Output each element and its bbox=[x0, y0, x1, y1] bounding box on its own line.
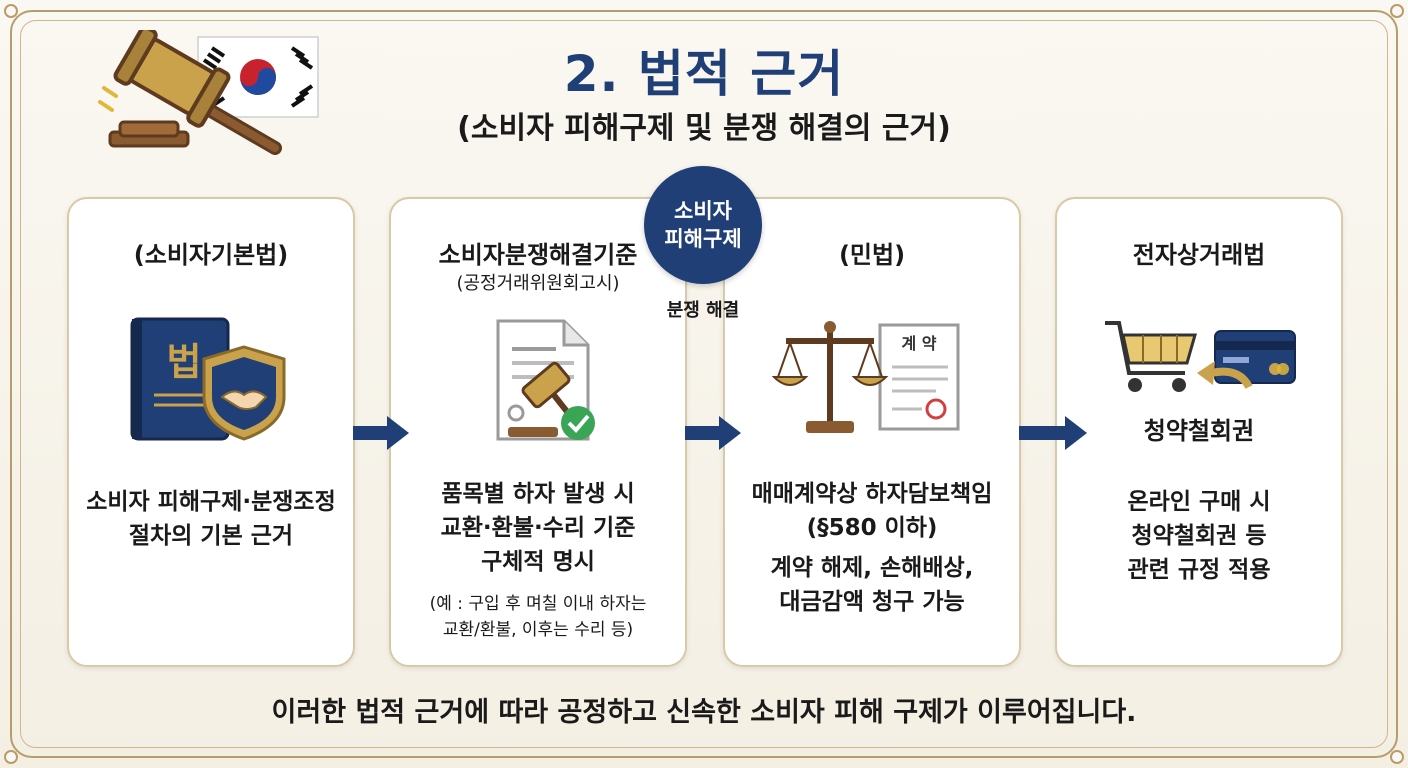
flow-arrow-icon bbox=[353, 416, 409, 450]
frame-corner-ornament bbox=[4, 4, 18, 18]
card-description: 품목별 하자 발생 시 교환·환불·수리 기준 구체적 명시 bbox=[399, 477, 677, 579]
card-title: 소비자분쟁해결기준 bbox=[438, 241, 638, 269]
card-description: 온라인 구매 시 청약철회권 등 관련 규정 적용 bbox=[1065, 485, 1333, 587]
page-title: 2. 법적 근거 bbox=[563, 45, 845, 103]
frame-corner-ornament bbox=[1390, 750, 1404, 764]
flow-arrow-icon bbox=[685, 416, 741, 450]
card-dispute-resolution-standard: 소비자분쟁해결기준 (공정거래위원회고시) 품목별 하자 발생 시 교환·환불·… bbox=[389, 197, 687, 667]
badge-line: 소비자 bbox=[674, 199, 732, 223]
withdrawal-right-caption: 청약철회권 bbox=[1143, 417, 1255, 445]
card-title: (소비자기본법) bbox=[133, 241, 289, 269]
page-subtitle: (소비자 피해구제 및 분쟁 해결의 근거) bbox=[457, 111, 951, 146]
footer-summary: 이러한 법적 근거에 따라 공정하고 신속한 소비자 피해 구제가 이루어집니다… bbox=[271, 697, 1137, 728]
card-description-remedies: 계약 해제, 손해배상, 대금감액 청구 가능 bbox=[733, 551, 1011, 619]
card-civil-act: (민법) 계 약 매매계약상 하자담보책임 (§580 이하) 계약 해제, bbox=[723, 197, 1021, 667]
scales-and-contract-icon: 계 약 bbox=[772, 321, 960, 433]
description-line: 매매계약상 하자담보책임 bbox=[751, 481, 993, 507]
note-line: 교환/환불, 이후는 수리 등) bbox=[442, 620, 634, 640]
contract-label: 계 약 bbox=[901, 334, 936, 353]
description-line: 관련 규정 적용 bbox=[1127, 557, 1271, 583]
description-line: 계약 해제, 손해배상, bbox=[770, 555, 974, 581]
description-line: 품목별 하자 발생 시 bbox=[441, 481, 635, 507]
card-description: 소비자 피해구제·분쟁조정 절차의 기본 근거 bbox=[77, 485, 345, 553]
card-note: (예 : 구입 후 며칠 이내 하자는 교환/환불, 이후는 수리 등) bbox=[397, 591, 679, 643]
card-consumer-basic-act: (소비자기본법) 법 소비자 피해구제·분쟁조정 절차의 기본 근거 bbox=[67, 197, 355, 667]
description-line: 소비자 피해구제·분쟁조정 bbox=[86, 489, 336, 515]
gavel-and-flag-icon bbox=[98, 30, 319, 155]
description-line: 대금감액 청구 가능 bbox=[779, 589, 965, 615]
card-title: (민법) bbox=[838, 241, 906, 269]
badge-line: 피해구제 bbox=[664, 227, 742, 251]
consumer-relief-badge: 소비자 피해구제 bbox=[644, 166, 762, 284]
cart-and-card-icon bbox=[1105, 321, 1296, 392]
law-book-shield-icon: 법 bbox=[130, 317, 286, 441]
card-subtitle: (공정거래위원회고시) bbox=[456, 273, 620, 294]
note-line: (예 : 구입 후 며칠 이내 하자는 bbox=[429, 594, 647, 614]
description-line: 절차의 기본 근거 bbox=[128, 523, 294, 549]
card-e-commerce-act: 전자상거래법 청약철회권 온라인 구매 시 청약철회권 등 관련 규정 적용 bbox=[1055, 197, 1343, 667]
document-gavel-check-icon bbox=[496, 319, 595, 441]
card-title: 전자상거래법 bbox=[1132, 241, 1266, 269]
description-line: 교환·환불·수리 기준 bbox=[440, 515, 636, 541]
badge-caption: 분쟁 해결 bbox=[666, 300, 740, 321]
description-line: (§580 이하) bbox=[806, 515, 938, 541]
frame-corner-ornament bbox=[4, 750, 18, 764]
card-description: 매매계약상 하자담보책임 (§580 이하) bbox=[733, 477, 1011, 545]
description-line: 온라인 구매 시 bbox=[1127, 489, 1271, 515]
description-line: 구체적 명시 bbox=[481, 549, 595, 575]
law-book-label: 법 bbox=[167, 340, 202, 384]
frame-corner-ornament bbox=[1390, 4, 1404, 18]
flow-arrow-icon bbox=[1019, 416, 1087, 450]
description-line: 청약철회권 등 bbox=[1131, 523, 1267, 549]
